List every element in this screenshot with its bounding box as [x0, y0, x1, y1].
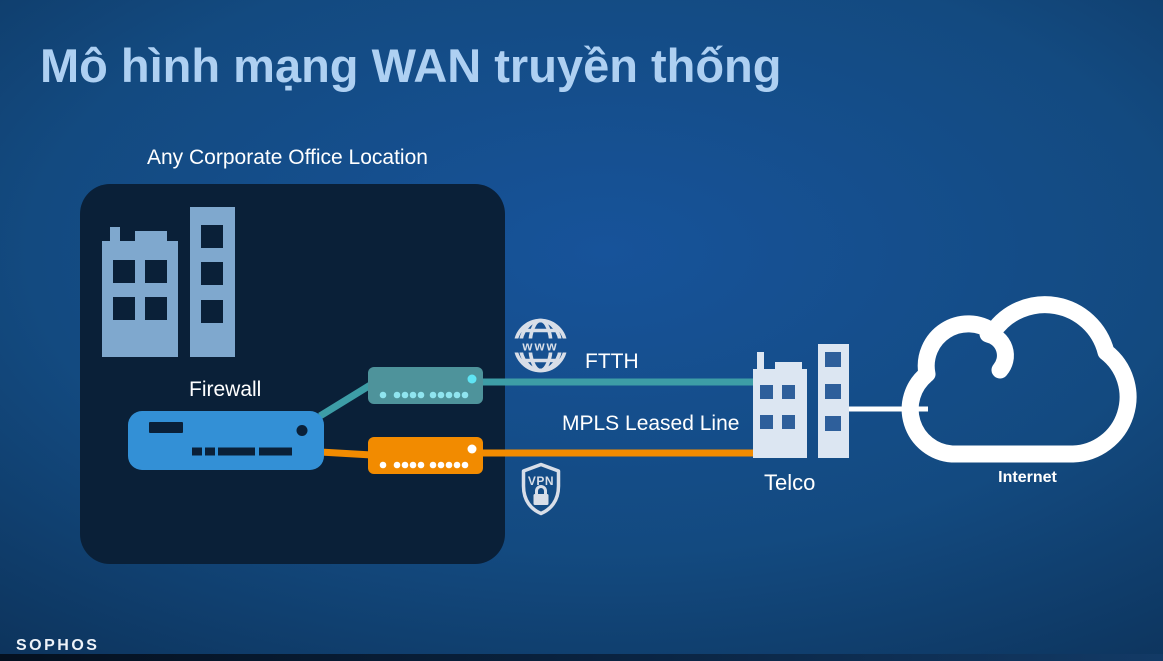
- vpn-icon-text: VPN: [528, 474, 554, 488]
- bottom-accent-bar: [0, 654, 1163, 661]
- office-location-label: Any Corporate Office Location: [147, 146, 428, 169]
- telco-buildings-icon: [753, 344, 849, 458]
- firewall-to-ftth-modem-line: [318, 381, 374, 419]
- firewall-label: Firewall: [189, 378, 262, 401]
- telco-label: Telco: [764, 470, 816, 495]
- page-title: Mô hình mạng WAN truyền thống: [40, 39, 782, 92]
- www-icon-text: www: [521, 339, 558, 354]
- mpls-link-label: MPLS Leased Line: [562, 412, 740, 435]
- mpls-modem-icon: [368, 437, 483, 474]
- internet-cloud-icon: [901, 296, 1137, 463]
- office-buildings-icon: [102, 207, 235, 357]
- ftth-link-label: FTTH: [585, 350, 639, 373]
- firewall-icon: [128, 411, 324, 470]
- ftth-modem-icon: [368, 367, 483, 404]
- vpn-shield-icon: VPN: [521, 462, 561, 516]
- internet-label: Internet: [998, 469, 1057, 486]
- firewall-to-mpls-modem-line: [319, 448, 373, 459]
- www-globe-icon: www: [513, 318, 568, 373]
- sophos-logo: SOPHOS: [16, 637, 100, 654]
